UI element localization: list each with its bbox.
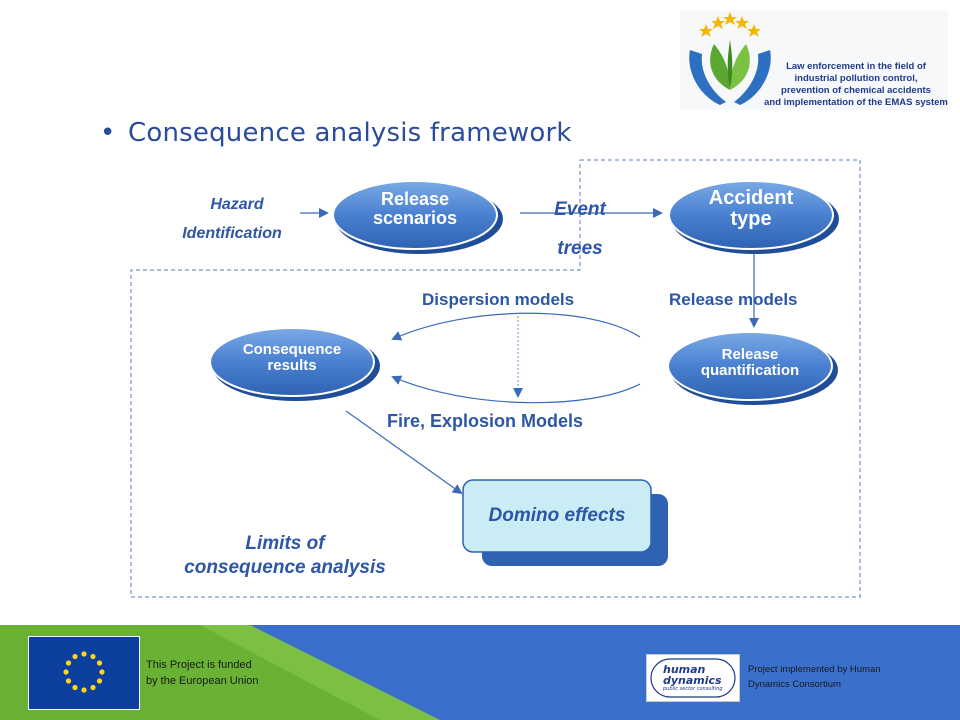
domino-effects-box — [462, 479, 668, 566]
release-scenarios-line: scenarios — [372, 207, 458, 228]
funded-line: by the European Union — [146, 675, 259, 687]
release-quantification-label: Release quantification — [668, 347, 832, 379]
consequence-results-oval — [209, 327, 380, 401]
eu-flag — [28, 636, 140, 710]
event-trees-line: trees — [557, 238, 603, 259]
release-quantification-line: Release — [721, 346, 779, 363]
fire-explosion-models-label: Fire, Explosion Models — [387, 411, 584, 431]
consequence-results-label: Consequence results — [210, 342, 374, 374]
limits-line: Limits of — [245, 533, 325, 554]
event-trees-label: Event trees — [530, 190, 630, 268]
release-scenarios-label: Release scenarios — [333, 190, 497, 228]
domino-arrow — [345, 410, 463, 495]
accident-type-oval — [668, 180, 839, 254]
human-dynamics-logo: human dynamics public sector consulting — [646, 654, 740, 702]
eu-stars-icon — [699, 12, 761, 37]
slide-title: • Consequence analysis framework — [100, 118, 572, 148]
hazard-label-line: Hazard — [210, 196, 264, 213]
logo-text-line: and implementation of the EMAS system — [764, 97, 948, 108]
accident-type-label: Accident type — [669, 188, 833, 230]
implemented-line: Dynamics Consortium — [748, 679, 841, 690]
limits-line: consequence analysis — [184, 557, 386, 578]
release-quantification-line: quantification — [700, 361, 800, 379]
funded-line: This Project is funded — [146, 659, 252, 671]
implemented-text: Project implemented by Human Dynamics Co… — [748, 662, 948, 692]
logo-text-line: Law enforcement in the field of — [786, 61, 926, 72]
accident-type-line: type — [730, 208, 772, 230]
release-scenarios-line: Release — [380, 189, 450, 209]
fire-explosion-arc-arrow — [391, 375, 641, 404]
slide-title-text: Consequence analysis framework — [128, 118, 572, 148]
logo-text-line: prevention of chemical accidents — [781, 85, 931, 96]
project-logo — [680, 10, 948, 110]
hd-logo-line: dynamics — [663, 674, 722, 687]
release-models-label: Release models — [669, 290, 798, 309]
event-trees-line: Event — [554, 199, 606, 220]
hazard-label-line: Identification — [182, 225, 282, 242]
bullet-icon: • — [100, 118, 116, 148]
hd-logo-line: public sector consulting — [663, 686, 723, 692]
consequence-results-line: Consequence — [242, 341, 342, 358]
consequence-results-line: results — [267, 356, 317, 374]
hd-logo-text: human dynamics public sector consulting — [663, 664, 723, 693]
release-scenarios-oval — [332, 180, 503, 254]
release-quantification-oval — [667, 331, 838, 405]
dispersion-models-label: Dispersion models — [422, 290, 575, 309]
funded-text: This Project is funded by the European U… — [146, 657, 259, 689]
dispersion-arc-arrow — [391, 312, 641, 341]
hd-logo-line: human — [663, 663, 706, 676]
accident-type-line: Accident — [708, 187, 794, 209]
implemented-line: Project implemented by Human — [748, 664, 881, 675]
limits-boundary — [130, 159, 861, 598]
domino-effects-label: Domino effects — [488, 505, 626, 526]
hazard-label: Hazard Identification — [162, 190, 302, 248]
logo-text: Law enforcement in the field of industri… — [756, 61, 956, 109]
limits-label: Limits of consequence analysis — [140, 532, 430, 580]
logo-text-line: industrial pollution control, — [794, 73, 918, 84]
eu-stars-icon — [63, 651, 105, 693]
